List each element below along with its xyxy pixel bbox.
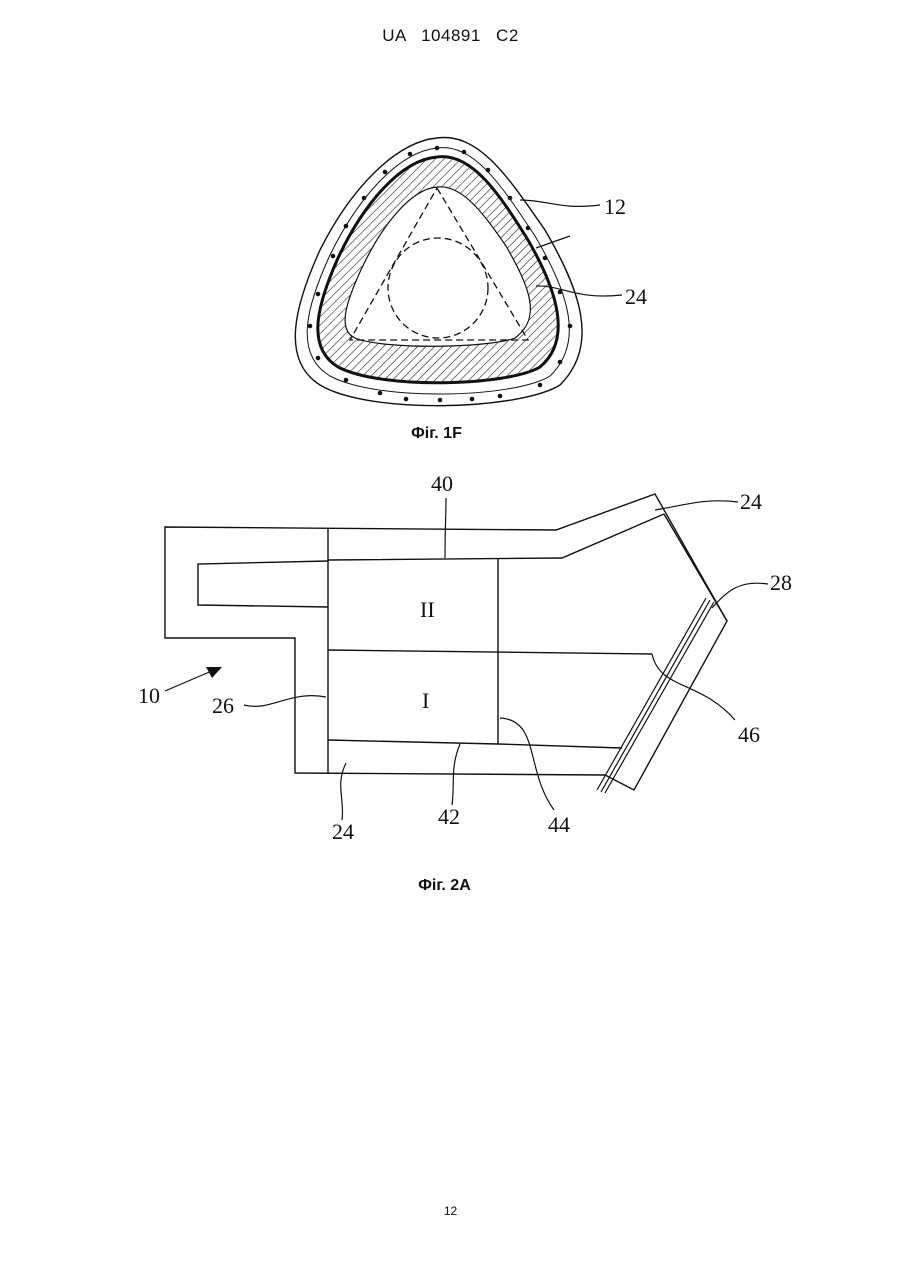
front-diagonal: [664, 514, 727, 621]
lower-contour: [328, 740, 622, 748]
leader-26: [244, 696, 326, 707]
zone-ii-label: II: [420, 597, 435, 622]
housing-outline: [165, 494, 727, 790]
ref-42: 42: [438, 804, 460, 829]
inner-notch: [198, 561, 328, 607]
leader-24-top: [655, 501, 738, 510]
leader-44: [500, 718, 554, 810]
upper-contour: [328, 514, 664, 560]
leader-10: [165, 670, 214, 691]
ref-40: 40: [431, 471, 453, 496]
page-number: 12: [0, 1204, 901, 1218]
ref-10: 10: [138, 683, 160, 708]
leader-24-bottom: [341, 763, 346, 820]
mid-divider: [328, 650, 652, 654]
figure-2a-caption: Фіг. 2A: [0, 877, 895, 895]
plate-28: [597, 598, 714, 793]
ref-26: 26: [212, 693, 234, 718]
leader-46: [652, 654, 735, 720]
ref-46: 46: [738, 722, 760, 747]
leader-28: [712, 583, 768, 608]
ref-28: 28: [770, 570, 792, 595]
leader-40: [445, 498, 446, 558]
ref-44: 44: [548, 812, 570, 837]
zone-i-label: I: [422, 688, 429, 713]
ref-24-top: 24: [740, 489, 762, 514]
figure-2a-drawing: II I 40 24 28 46 10 26 24 42 44: [0, 0, 901, 870]
ref-24-bottom: 24: [332, 819, 354, 844]
